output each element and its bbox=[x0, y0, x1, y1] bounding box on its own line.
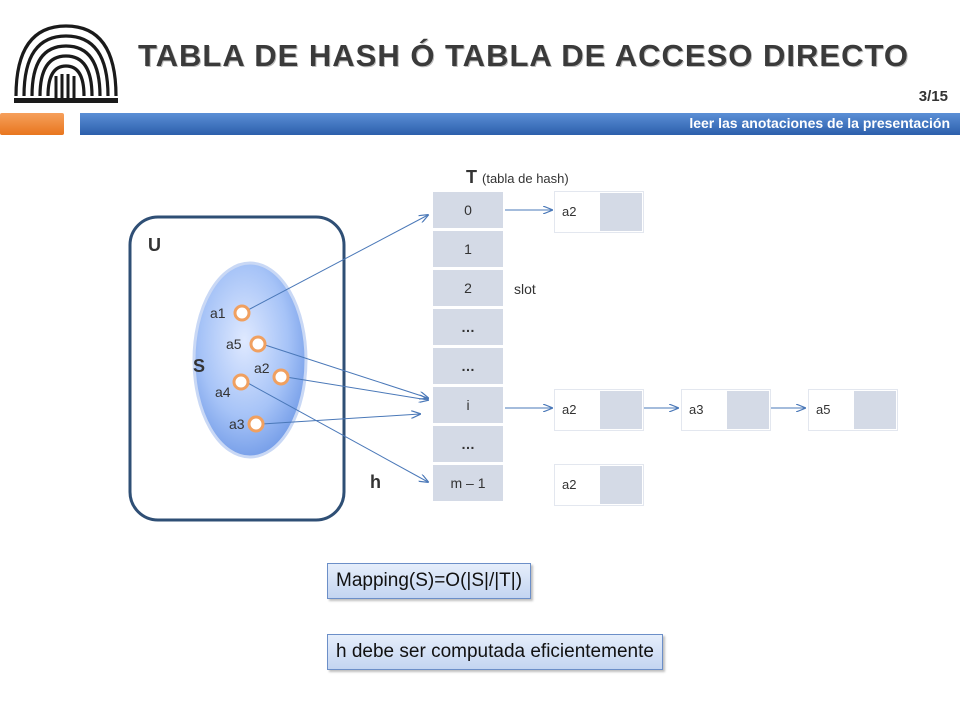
efficiency-note-box: h debe ser computada eficientemente bbox=[327, 634, 663, 670]
node-value: a2 bbox=[556, 466, 599, 504]
arrow-a4-to-slotm bbox=[245, 381, 428, 482]
key-a2-label: a2 bbox=[254, 360, 270, 376]
key-a3-label: a3 bbox=[229, 416, 245, 432]
arrow-a3-to-sloti bbox=[261, 414, 420, 425]
arrow-a1-to-slot0 bbox=[247, 215, 428, 311]
node-pointer bbox=[600, 193, 642, 231]
set-label: S bbox=[193, 356, 206, 376]
table-cell-2: 2 bbox=[433, 270, 503, 309]
chain-node-slotm-a2: a2 bbox=[555, 465, 643, 505]
hash-function-label: h bbox=[370, 472, 381, 492]
slide-title: TABLA DE HASH Ó TABLA DE ACCESO DIRECTO bbox=[138, 38, 909, 73]
key-a2-circle bbox=[272, 368, 290, 386]
slot-label: slot bbox=[514, 281, 536, 297]
arrow-a2-to-sloti bbox=[285, 376, 428, 400]
table-cell-m-minus-1: m – 1 bbox=[433, 465, 503, 504]
node-value: a5 bbox=[810, 391, 853, 429]
table-cell-i: i bbox=[433, 387, 503, 426]
table-cell-ellipsis-1: … bbox=[433, 309, 503, 348]
header-blue-bar: leer las anotaciones de la presentación bbox=[80, 113, 960, 135]
key-a3-circle bbox=[247, 415, 265, 433]
key-a1-label: a1 bbox=[210, 305, 226, 321]
header-orange-bar bbox=[0, 113, 64, 135]
chain-node-sloti-a3: a3 bbox=[682, 390, 770, 430]
node-pointer bbox=[727, 391, 769, 429]
universe-label: U bbox=[148, 235, 161, 255]
table-cell-0: 0 bbox=[433, 192, 503, 231]
node-pointer bbox=[600, 391, 642, 429]
chain-node-sloti-a2: a2 bbox=[555, 390, 643, 430]
key-a1-circle bbox=[233, 304, 251, 322]
key-a4-label: a4 bbox=[215, 384, 231, 400]
key-a4-circle bbox=[232, 373, 250, 391]
university-logo-icon bbox=[14, 24, 118, 103]
table-label: T bbox=[466, 167, 477, 187]
table-caption: (tabla de hash) bbox=[482, 171, 569, 186]
slide-number: 3/15 bbox=[918, 88, 948, 105]
mapping-formula-box: Mapping(S)=O(|S|/|T|) bbox=[327, 563, 532, 599]
node-value: a3 bbox=[683, 391, 726, 429]
node-value: a2 bbox=[556, 193, 599, 231]
chain-node-sloti-a5: a5 bbox=[809, 390, 897, 430]
chain-node-slot0-a2: a2 bbox=[555, 192, 643, 232]
node-pointer bbox=[600, 466, 642, 504]
key-set bbox=[192, 261, 308, 459]
table-cell-1: 1 bbox=[433, 231, 503, 270]
node-pointer bbox=[854, 391, 896, 429]
key-a5-circle bbox=[249, 335, 267, 353]
table-cell-ellipsis-2: … bbox=[433, 348, 503, 387]
table-cell-ellipsis-3: … bbox=[433, 426, 503, 465]
presentation-note: leer las anotaciones de la presentación bbox=[689, 115, 950, 131]
arrow-a5-to-sloti bbox=[261, 343, 428, 398]
node-value: a2 bbox=[556, 391, 599, 429]
key-a5-label: a5 bbox=[226, 336, 242, 352]
